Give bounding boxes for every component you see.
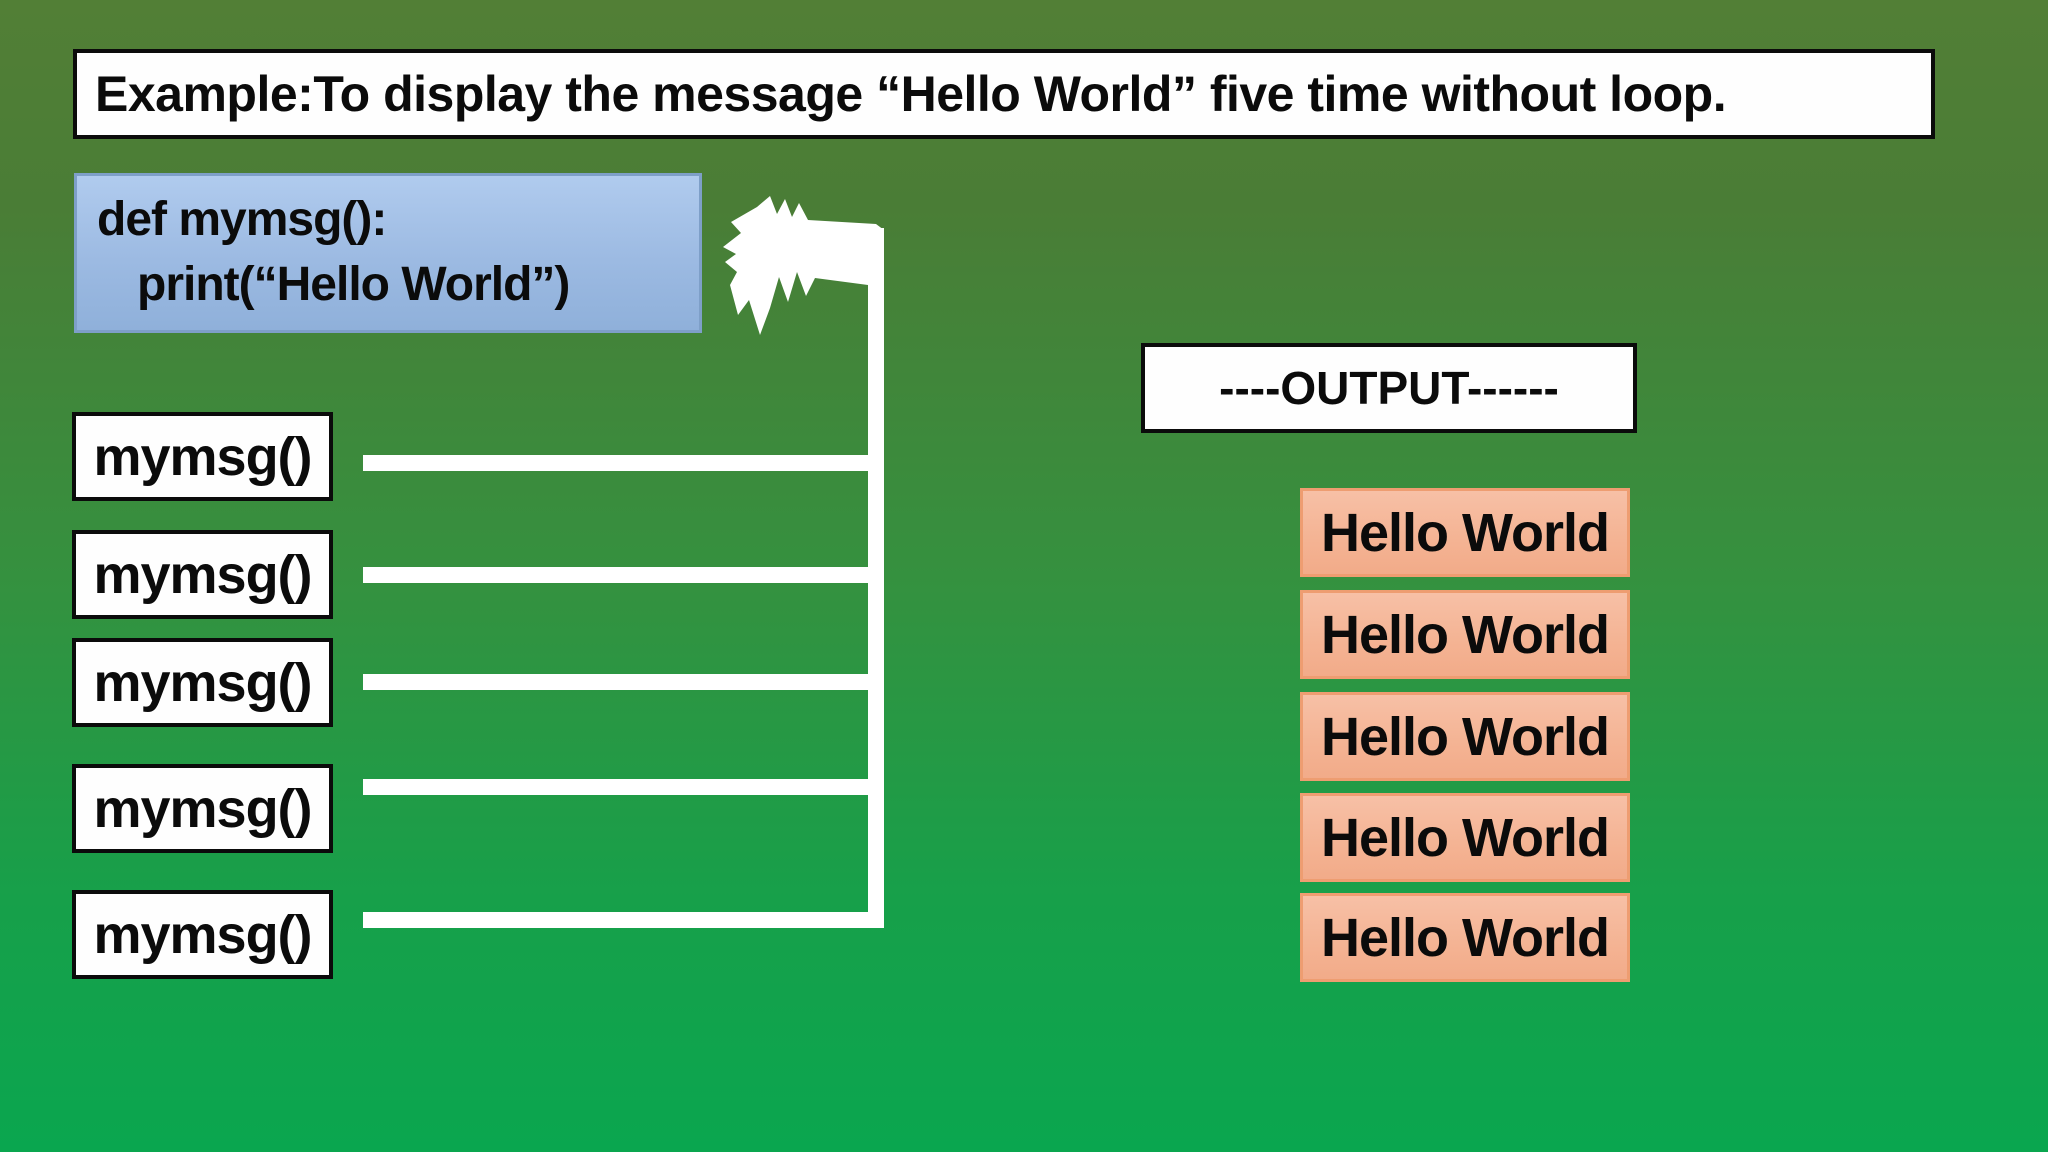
output-line-label: Hello World (1320, 604, 1610, 665)
connector-line (363, 567, 884, 583)
output-line-box: Hello World (1300, 692, 1630, 781)
output-header-label: ----OUTPUT------ (1219, 362, 1559, 414)
code-line-def: def mymsg(): (97, 193, 387, 247)
function-call-box: mymsg() (72, 412, 333, 501)
function-call-label: mymsg() (93, 652, 312, 713)
arrow-icon (723, 196, 884, 360)
output-line-label: Hello World (1320, 502, 1610, 563)
connector-line (363, 455, 884, 471)
function-definition-box: def mymsg(): print(“Hello World”) (74, 173, 702, 333)
function-call-label: mymsg() (93, 904, 312, 965)
function-call-box: mymsg() (72, 764, 333, 853)
function-call-label: mymsg() (93, 778, 312, 839)
slide-title: Example:To display the message “Hello Wo… (73, 49, 1935, 139)
function-call-box: mymsg() (72, 890, 333, 979)
connector-line (363, 779, 884, 795)
output-line-label: Hello World (1320, 807, 1610, 868)
output-line-box: Hello World (1300, 488, 1630, 577)
output-line-label: Hello World (1320, 907, 1610, 968)
function-call-label: mymsg() (93, 544, 312, 605)
connector-line (363, 912, 884, 928)
code-line-print: print(“Hello World”) (137, 258, 570, 311)
output-line-box: Hello World (1300, 793, 1630, 882)
output-line-box: Hello World (1300, 893, 1630, 982)
function-call-label: mymsg() (93, 426, 312, 487)
connector-line (363, 674, 884, 690)
output-line-box: Hello World (1300, 590, 1630, 679)
connector-vertical-line (868, 228, 884, 928)
output-header-box: ----OUTPUT------ (1141, 343, 1637, 433)
function-call-box: mymsg() (72, 530, 333, 619)
output-line-label: Hello World (1320, 706, 1610, 767)
function-call-box: mymsg() (72, 638, 333, 727)
slide-title-text: Example:To display the message “Hello Wo… (95, 66, 1727, 122)
